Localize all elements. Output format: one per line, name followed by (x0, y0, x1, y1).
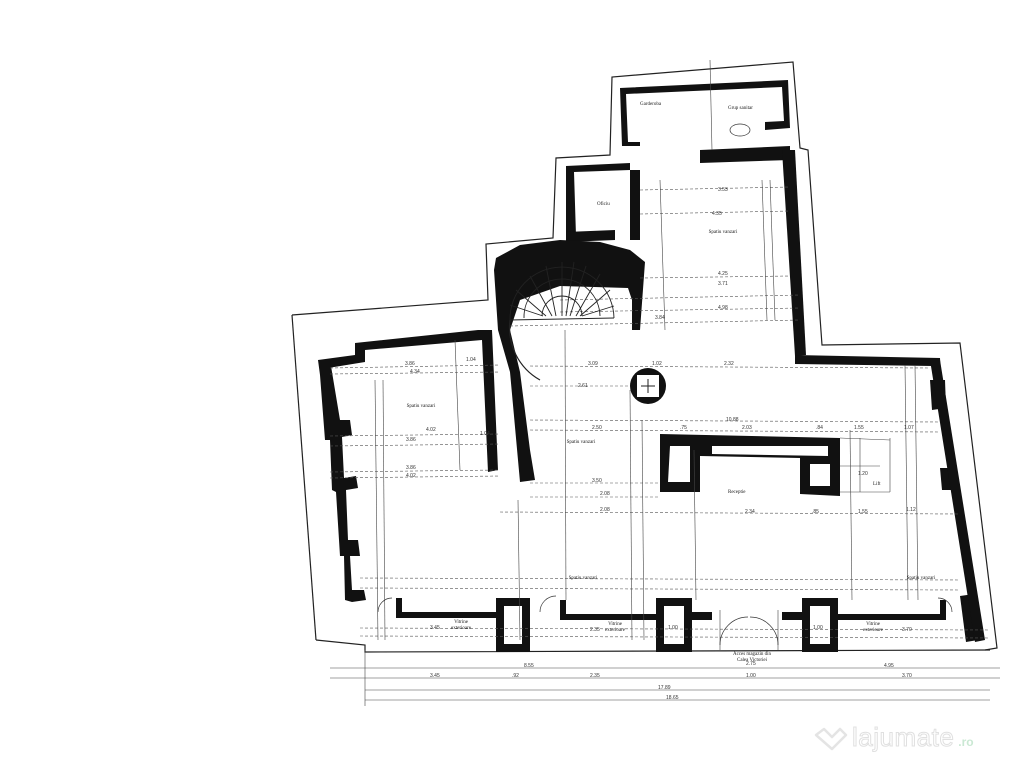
dim-label: 4.25 (718, 271, 728, 277)
room-label-vitrine-3: Vitrine exterioare (863, 622, 883, 633)
column-symbol (630, 368, 666, 404)
watermark: lajumate .ro (812, 722, 974, 753)
dim-label: 17.89 (658, 685, 671, 691)
dim-label: 3.84 (655, 315, 665, 321)
dim-label: 4.98 (718, 305, 728, 311)
dim-label: 4.02 (426, 427, 436, 433)
spiral-staircase (508, 261, 615, 381)
room-label-vitrine-1: Vitrine exterioare (451, 620, 471, 631)
dim-label: 2.75 (746, 661, 756, 667)
dim-label: 3.86 (406, 465, 416, 471)
dim-label: 1.12 (906, 507, 916, 513)
dim-label: 3.71 (718, 281, 728, 287)
room-label-spatiu-vanzari-4: Spatiu vanzari (568, 576, 598, 581)
dim-label: .92 (512, 673, 519, 679)
room-label-spatiu-vanzari-1: Spatiu vanzari (708, 230, 738, 235)
dim-label: 1.07 (904, 425, 914, 431)
watermark-text: lajumate (851, 722, 955, 753)
watermark-tld: .ro (958, 734, 974, 749)
room-label-acces: Acces magazin din Calea Victoriei (732, 652, 772, 663)
dim-label: 4.34 (410, 369, 420, 375)
dim-label: 2.08 (600, 507, 610, 513)
dim-label: 1.55 (858, 509, 868, 515)
dim-label: 2.35 (590, 673, 600, 679)
dim-label: 3.45 (430, 673, 440, 679)
room-label-oficiu: Oficiu (597, 202, 610, 207)
room-label-spatiu-vanzari-3: Spatiu vanzari (566, 440, 596, 445)
heart-logo-icon (814, 727, 848, 750)
dim-label: 4.02 (406, 473, 416, 479)
room-label-lift: Lift (873, 482, 881, 487)
dim-label: 2.08 (600, 491, 610, 497)
dim-label: 1.20 (858, 471, 868, 477)
dim-label: 2.03 (742, 425, 752, 431)
dim-label: 2.35 (590, 627, 600, 633)
dim-label: 1.04 (466, 357, 476, 363)
dim-label: 3.53 (718, 187, 728, 193)
dim-label: 1.02 (652, 361, 662, 367)
dim-label: 2.61 (578, 383, 588, 389)
dim-label: 1.00 (813, 625, 823, 631)
room-label-grup-sanitar: Grup sanitar (728, 106, 753, 111)
dim-label: 2.32 (724, 361, 734, 367)
dim-label: 3.86 (406, 437, 416, 443)
room-label-spatiu-vanzari-2: Spatiu vanzari (406, 404, 436, 409)
dim-label: 1.00 (746, 673, 756, 679)
dim-label: 2.50 (592, 425, 602, 431)
dim-label: 3.70 (902, 673, 912, 679)
room-label-spatiu-vanzari-5: Spatiu vanzari (906, 576, 936, 581)
dim-label: 1.00 (668, 625, 678, 631)
dimension-lines (329, 186, 991, 639)
room-label-vitrine-2: Vitrine exterioare (605, 622, 625, 633)
dim-label: 3.86 (405, 361, 415, 367)
walls (318, 80, 985, 652)
dim-label: 3.50 (592, 478, 602, 484)
dim-label: 18.65 (666, 695, 679, 701)
room-label-receptie: Receptie (728, 490, 746, 495)
dim-label: 10.88 (726, 417, 739, 423)
entrance-doors (377, 123, 953, 646)
dim-label: 4.95 (884, 663, 894, 669)
dim-label: 4.35 (712, 211, 722, 217)
dim-label: 3.09 (588, 361, 598, 367)
dim-label: .84 (816, 425, 823, 431)
dim-label: .85 (812, 509, 819, 515)
dim-label: .75 (680, 425, 687, 431)
dim-label: 1.55 (854, 425, 864, 431)
room-label-garderoba: Garderoba (640, 102, 662, 107)
dim-label: 8.55 (524, 663, 534, 669)
dim-label: 3.70 (902, 627, 912, 633)
dim-label: 3.45 (430, 625, 440, 631)
dim-label: 1.04 (480, 431, 490, 437)
dim-label: 2.34 (745, 509, 755, 515)
